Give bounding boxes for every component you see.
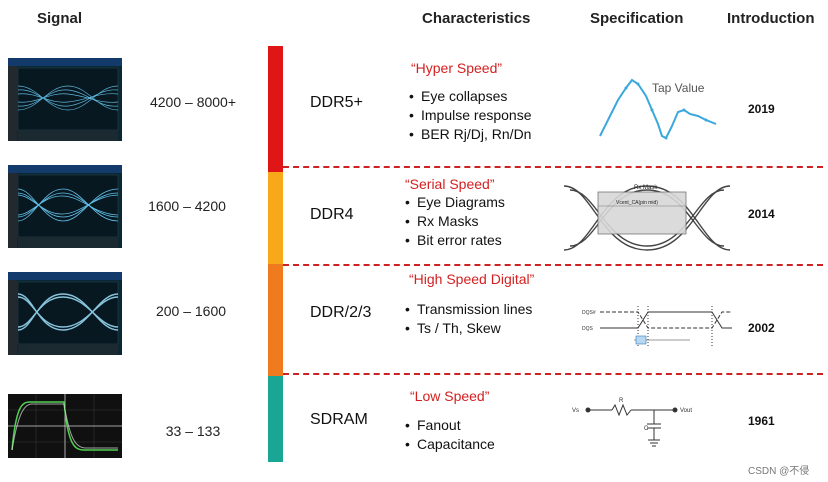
spec-dqs-label: DQS <box>582 326 594 332</box>
char-title-ddr5: “Hyper Speed” <box>411 60 503 76</box>
char-list-ddr4: Eye Diagrams Rx Masks Bit error rates <box>405 193 505 250</box>
spec-vcent-label: Vcent_CA(pin mid) <box>616 200 658 206</box>
char-title-sdram: “Low Speed” <box>410 388 490 404</box>
data-rate-sdram: 33 – 133 <box>165 423 221 439</box>
char-item: Rx Masks <box>405 212 505 231</box>
spec-rx-mask-label: Rx Mask <box>634 185 658 191</box>
data-rate-ddr5: 4200 – 8000+ <box>149 94 237 110</box>
signal-scope-ddr3 <box>8 272 122 355</box>
header-characteristics: Characteristics <box>422 10 531 27</box>
char-item: Capacitance <box>405 435 495 454</box>
timeline-bar-ddr5 <box>268 46 283 172</box>
char-title-ddr3: “High Speed Digital” <box>409 271 535 287</box>
header-signal: Signal <box>37 10 83 27</box>
char-item: Ts / Th, Skew <box>405 319 532 338</box>
row-divider-3 <box>283 373 823 375</box>
char-item: Transmission lines <box>405 300 532 319</box>
data-rate-ddr3: 200 – 1600 <box>155 303 227 319</box>
char-item: Bit error rates <box>405 231 505 250</box>
footer-attribution: CSDN @不侵 <box>748 466 810 477</box>
spec-rx-mask-eye: Rx Mask Vcent_CA(pin mid) <box>563 185 731 251</box>
char-item: Fanout <box>405 416 495 435</box>
year-ddr5: 2019 <box>748 102 775 116</box>
char-item: Eye collapses <box>409 87 532 106</box>
row-divider-1 <box>283 166 823 168</box>
char-title-ddr4: “Serial Speed” <box>405 176 495 192</box>
timeline-bar-ddr4 <box>268 172 283 264</box>
timeline-bar-sdram <box>268 376 283 462</box>
char-item: Eye Diagrams <box>405 193 505 212</box>
spec-r-label: R <box>619 398 624 404</box>
spec-timing-diagram: DQS# DQS <box>582 306 732 346</box>
spec-rc-circuit: Vs R C Vout <box>572 398 692 447</box>
year-sdram: 1961 <box>748 414 775 428</box>
char-item: Impulse response <box>409 106 532 125</box>
header-specification: Specification <box>590 10 684 27</box>
spec-tap-value-label: Tap Value <box>652 81 705 95</box>
spec-vout-label: Vout <box>680 408 692 414</box>
char-list-ddr3: Transmission lines Ts / Th, Skew <box>405 300 532 338</box>
spec-vs-label: Vs <box>572 408 579 414</box>
signal-scope-ddr5 <box>8 58 122 141</box>
timeline-bar-ddr3 <box>268 264 283 376</box>
year-ddr3: 2002 <box>748 321 775 335</box>
generation-ddr3: DDR/2/3 <box>310 304 372 321</box>
signal-scope-ddr4 <box>8 165 122 248</box>
row-divider-2 <box>283 264 823 266</box>
data-rate-ddr4: 1600 – 4200 <box>148 198 226 214</box>
char-list-sdram: Fanout Capacitance <box>405 416 495 454</box>
generation-ddr5: DDR5+ <box>310 94 363 111</box>
char-item: BER Rj/Dj, Rn/Dn <box>409 125 532 144</box>
signal-scope-sdram <box>8 394 122 458</box>
spec-tap-value-graph: Tap Value <box>599 78 717 140</box>
header-introduction: Introduction <box>727 10 815 27</box>
generation-ddr4: DDR4 <box>310 206 354 223</box>
generation-sdram: SDRAM <box>310 411 368 428</box>
spec-c-label: C <box>644 426 649 432</box>
spec-dqs-n-label: DQS# <box>582 310 596 316</box>
year-ddr4: 2014 <box>748 207 775 221</box>
char-list-ddr5: Eye collapses Impulse response BER Rj/Dj… <box>409 87 532 144</box>
